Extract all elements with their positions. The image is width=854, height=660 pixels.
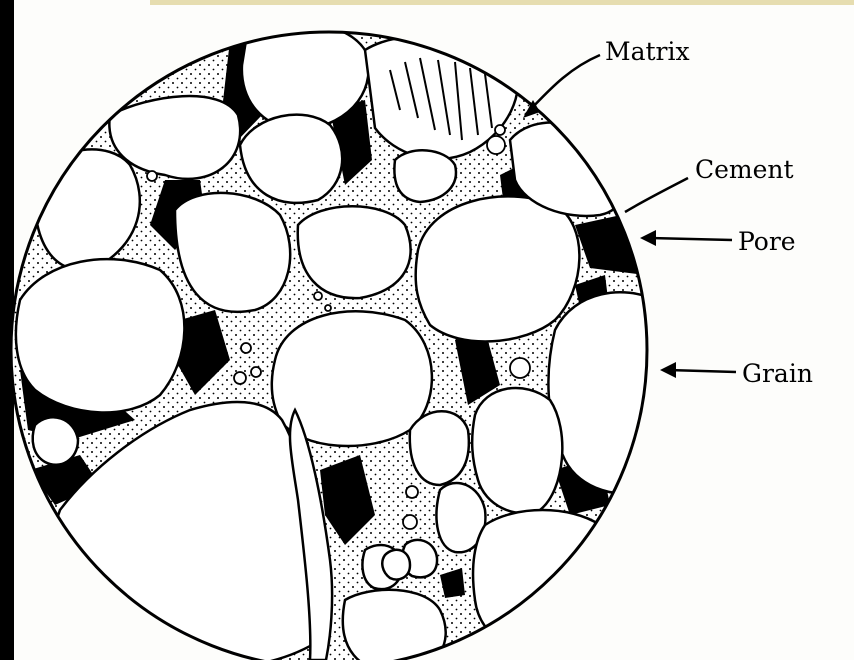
grain-leader <box>668 370 736 372</box>
pore-arrowhead <box>640 230 656 246</box>
grain-label: Grain <box>742 359 813 388</box>
cement-label: Cement <box>695 155 794 184</box>
pore-label: Pore <box>738 227 796 256</box>
cement-leader <box>625 178 688 212</box>
grain-arrowhead <box>660 362 676 378</box>
matrix-label: Matrix <box>605 37 690 66</box>
pore-leader <box>650 238 732 240</box>
